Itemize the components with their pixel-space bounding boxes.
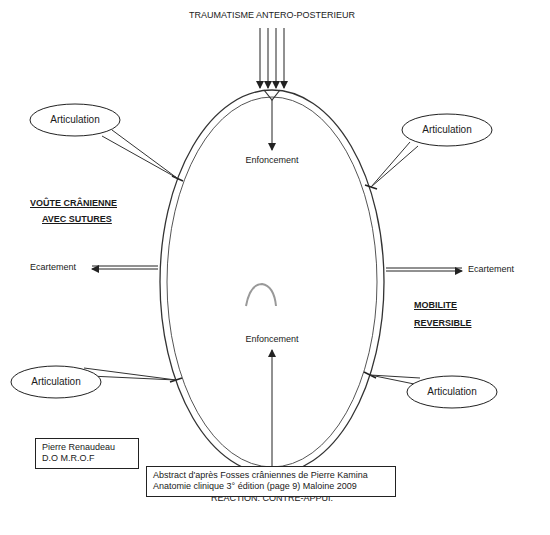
annotation: Enfoncement (245, 155, 298, 165)
spread-arrow (92, 266, 158, 267)
callout-ellipse: Articulation (406, 375, 498, 409)
force-arrow (284, 28, 285, 88)
section-heading: REVERSIBLE (414, 318, 472, 328)
spread-arrow (386, 271, 462, 272)
force-arrow (268, 28, 269, 88)
skull-inner (167, 97, 377, 467)
ellipse-shape (30, 104, 120, 136)
callout-tail (371, 142, 418, 187)
spread-arrow (92, 269, 158, 270)
diagram-title: TRAUMATISME ANTERO-POSTERIEUR (189, 10, 355, 20)
dent-arrow (272, 100, 273, 150)
suture (172, 176, 183, 181)
note-box: Abstract d'après Fosses crâniennes de Pi… (146, 466, 396, 497)
central-mark (246, 284, 276, 306)
annotation: Enfoncement (245, 334, 298, 344)
callout-text: Articulation (406, 386, 498, 399)
callout-text: Articulation (29, 114, 121, 127)
note-text: Abstract d'après Fosses crâniennes de Pi… (153, 470, 389, 493)
ellipse-shape (407, 376, 497, 408)
callout-ellipse: Articulation (401, 113, 493, 147)
dent-arrow (272, 350, 273, 468)
callout-tail (102, 130, 177, 178)
section-heading: MOBILITE (414, 300, 457, 310)
force-arrow (276, 28, 277, 88)
note-box: Pierre Renaudeau D.O M.R.O.F (35, 438, 139, 469)
section-heading: VOÛTE CRÂNIENNE (30, 198, 117, 208)
dent (264, 90, 280, 100)
callout-text: Articulation (10, 376, 102, 389)
callout-ellipse: Articulation (29, 103, 121, 137)
ellipse-shape (402, 114, 492, 146)
annotation: Ecartement (30, 262, 76, 272)
skull-outer (160, 90, 384, 474)
note-text: Pierre Renaudeau D.O M.R.O.F (42, 442, 132, 465)
section-heading: AVEC SUTURES (42, 214, 112, 224)
force-arrow (260, 28, 261, 88)
callout-text: Articulation (401, 124, 493, 137)
annotation: Ecartement (468, 264, 514, 274)
callout-ellipse: Articulation (10, 365, 102, 399)
ellipse-shape (11, 366, 101, 398)
spread-arrow (386, 268, 462, 269)
